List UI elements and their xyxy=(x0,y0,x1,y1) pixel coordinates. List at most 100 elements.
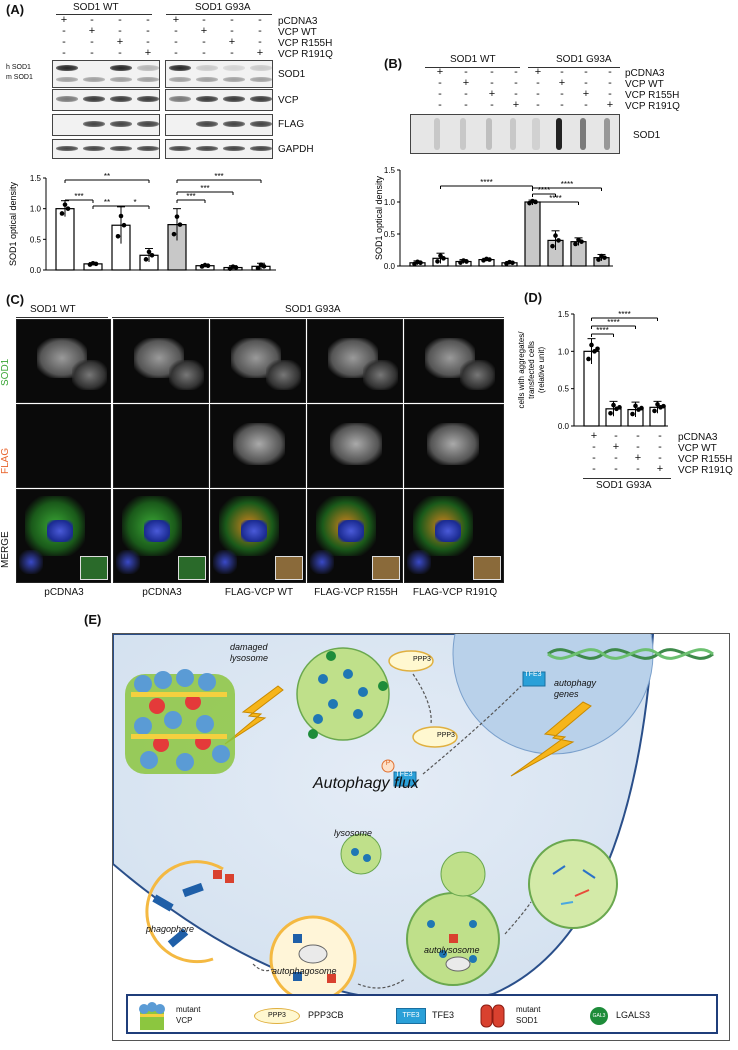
band xyxy=(196,96,218,102)
band xyxy=(169,77,191,82)
slot-band xyxy=(604,118,610,150)
micro-image xyxy=(210,489,306,583)
data-point xyxy=(589,342,594,348)
data-point xyxy=(630,411,635,417)
sign-mark: - xyxy=(146,25,150,37)
tfe3-label: TFE3 xyxy=(395,771,413,778)
sign-mark: - xyxy=(592,463,596,475)
band xyxy=(196,146,218,151)
data-point xyxy=(487,257,492,262)
cell xyxy=(407,550,431,574)
sign-mark: + xyxy=(634,452,642,464)
y-axis-label: SOD1 optical density xyxy=(8,181,18,266)
sign-mark: + xyxy=(606,99,614,111)
bar xyxy=(55,208,75,271)
significance-label: *** xyxy=(186,192,195,201)
final-lysosome xyxy=(528,839,618,929)
data-point xyxy=(652,408,657,414)
row-label-merge: MERGE xyxy=(0,531,11,568)
inset xyxy=(275,556,303,580)
sign-mark: + xyxy=(558,77,566,89)
blot-label-gapdh: GAPDH xyxy=(278,144,314,155)
significance-label: **** xyxy=(618,310,630,319)
schematic-svg xyxy=(113,634,714,1003)
legend-tfe3: TFE3 xyxy=(432,1010,455,1020)
cell xyxy=(338,520,364,542)
sign-mark: - xyxy=(614,463,618,475)
y-tick-label: 1.5 xyxy=(384,166,396,175)
sign-mark: - xyxy=(230,14,234,26)
cell xyxy=(330,423,382,465)
band xyxy=(250,65,272,71)
slot-band xyxy=(510,118,516,150)
data-point xyxy=(595,346,600,352)
blot-label-sod1: SOD1 xyxy=(278,69,306,80)
sign-mark: - xyxy=(258,14,262,26)
y-tick-label: 0.0 xyxy=(384,262,396,271)
band xyxy=(56,65,78,71)
arrow xyxy=(357,978,406,989)
autophagy-genes-label: autophagy genes xyxy=(554,678,597,699)
sign-mark: + xyxy=(534,66,542,78)
arrow xyxy=(252,963,274,972)
damaged-lysosome xyxy=(296,647,390,741)
sign-mark: - xyxy=(62,36,66,48)
data-point xyxy=(62,202,68,207)
band xyxy=(110,121,132,127)
band xyxy=(56,96,78,102)
slot-band xyxy=(434,118,440,150)
cell xyxy=(213,550,237,574)
y-tick-label: 0.5 xyxy=(384,230,396,239)
cell xyxy=(47,520,73,542)
micro-image xyxy=(307,404,403,488)
slot-blot-label: SOD1 xyxy=(633,130,661,141)
data-point xyxy=(550,243,555,249)
legend-ppp3-icon: PPP3 xyxy=(254,1008,300,1024)
band xyxy=(137,121,159,127)
significance-label: **** xyxy=(480,178,492,187)
band xyxy=(196,77,218,82)
blot-gapdh-mut xyxy=(165,139,273,159)
band xyxy=(223,96,245,102)
sign-mark: - xyxy=(608,77,612,89)
row-label: pCDNA3 xyxy=(278,16,318,27)
legend-tfe3-icon: TFE3 xyxy=(396,1008,426,1024)
band xyxy=(110,96,132,102)
band xyxy=(196,121,218,127)
sod1-small xyxy=(213,870,222,879)
sign-mark: - xyxy=(560,66,564,78)
y-tick-label: 0.0 xyxy=(558,422,570,431)
data-point xyxy=(655,402,660,407)
micro-image xyxy=(113,319,209,403)
sign-mark: + xyxy=(488,88,496,100)
y-tick-label: 0.5 xyxy=(30,235,42,244)
cell xyxy=(19,550,43,574)
blot-flag-mut xyxy=(165,114,273,136)
data-point xyxy=(617,405,622,410)
ppp3-oval xyxy=(388,650,434,672)
p-label: P xyxy=(385,760,391,767)
data-point xyxy=(596,257,601,262)
panel-e-label: (E) xyxy=(84,612,102,627)
inset xyxy=(178,556,206,580)
panel-b-label: (B) xyxy=(384,56,403,71)
data-point xyxy=(438,253,443,259)
panel-b-mut-line xyxy=(528,67,620,68)
sign-mark: - xyxy=(146,14,150,26)
sign-mark: - xyxy=(560,99,564,111)
sign-mark: + xyxy=(462,77,470,89)
sign-mark: + xyxy=(200,25,208,37)
sign-mark: - xyxy=(608,66,612,78)
panel-b-row-labels: pCDNA3 VCP WT VCP R155H VCP R191Q xyxy=(625,68,680,112)
slot-band xyxy=(532,118,540,150)
band xyxy=(110,146,132,151)
data-point xyxy=(464,259,469,264)
blot-flag-wt xyxy=(52,114,160,136)
sign-mark: + xyxy=(582,88,590,100)
data-point xyxy=(115,233,121,239)
data-point xyxy=(611,402,616,408)
micro-image xyxy=(307,489,403,583)
sign-mark: - xyxy=(490,99,494,111)
